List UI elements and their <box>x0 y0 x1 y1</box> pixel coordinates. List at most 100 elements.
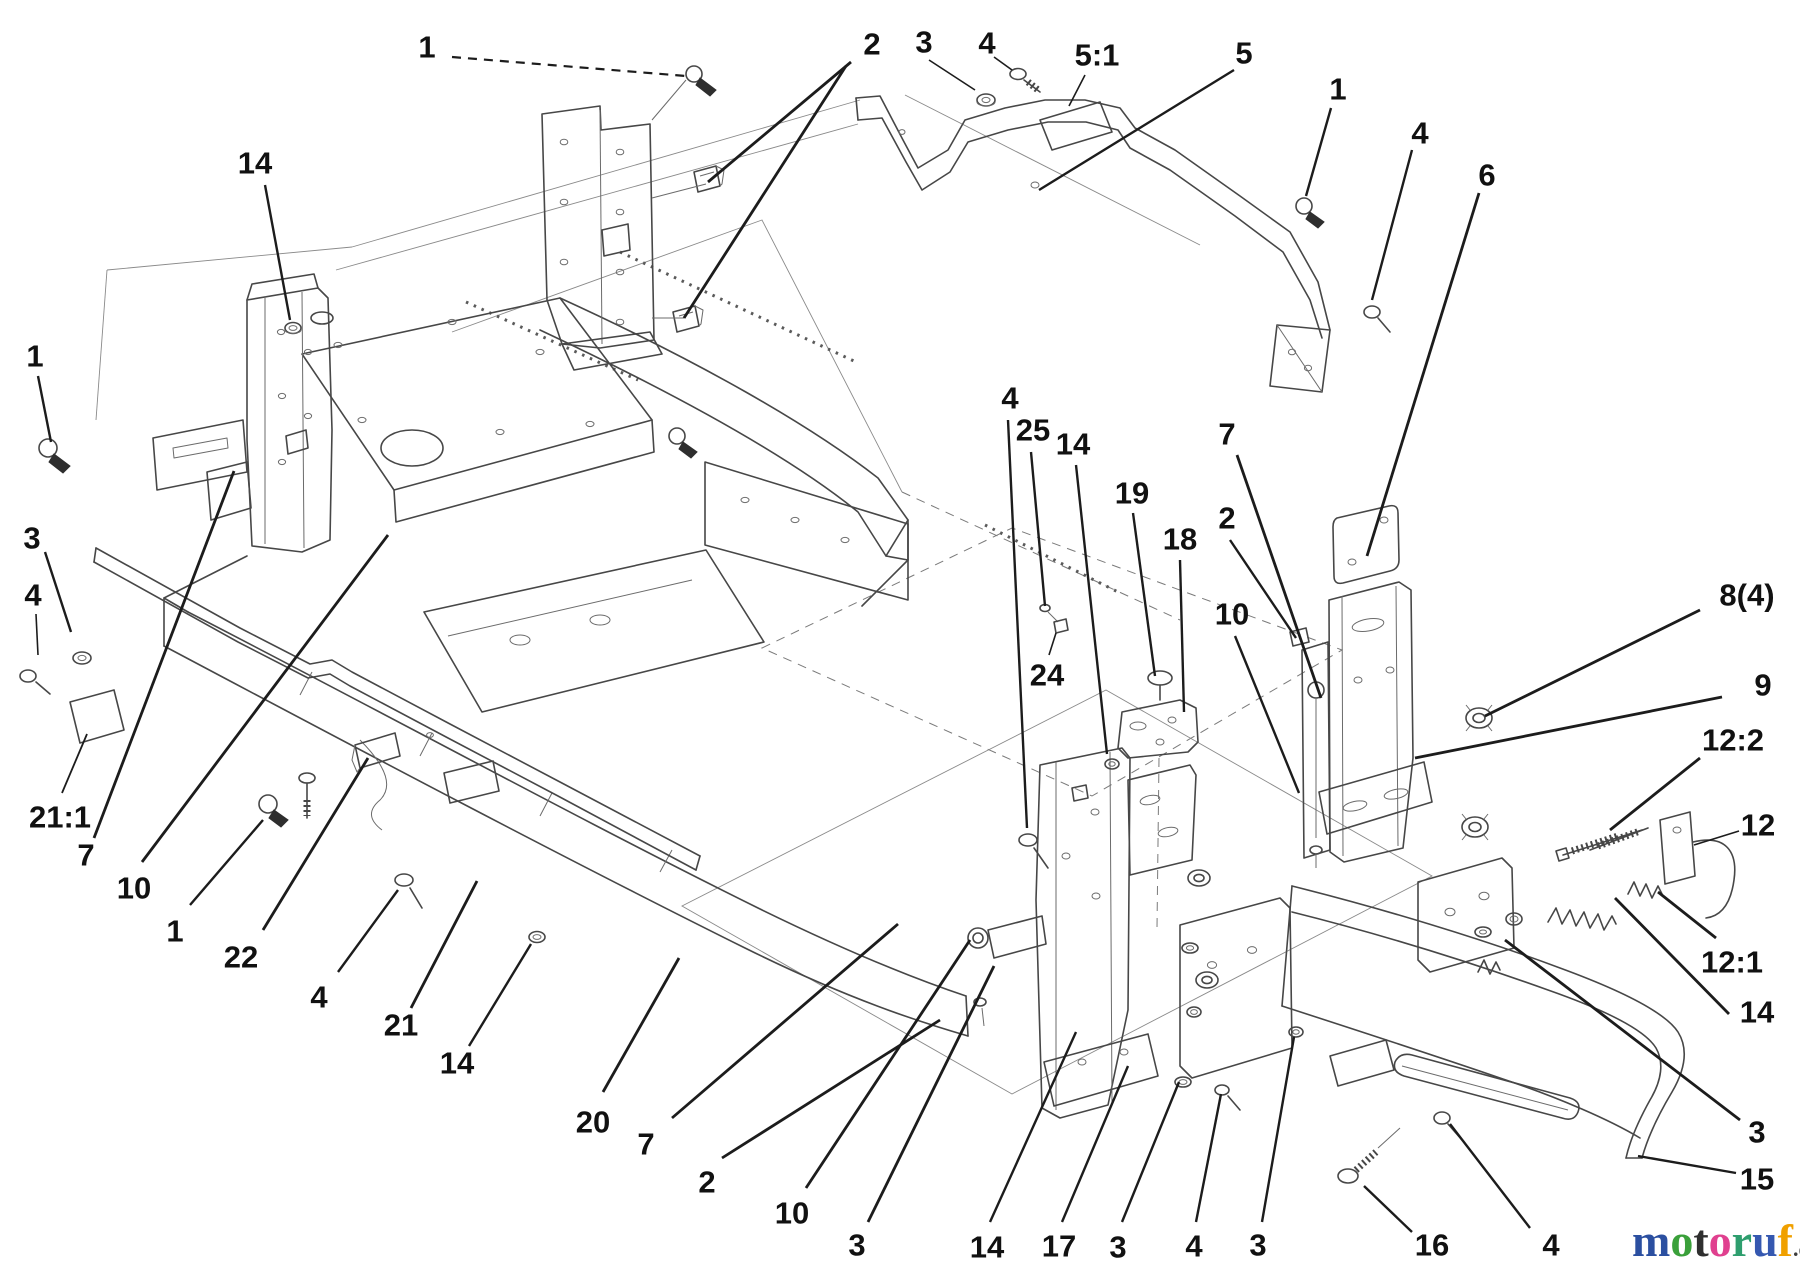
callout-label: 15 <box>1740 1162 1774 1197</box>
right-tower-bracket <box>1289 504 1493 868</box>
callout-label: 10 <box>1215 597 1249 632</box>
leader-line <box>1504 938 1741 1122</box>
callout-label: 19 <box>1115 476 1149 511</box>
callout-label: 14 <box>1056 427 1091 462</box>
leader-line <box>36 375 53 443</box>
watermark-letter: f <box>1778 1215 1794 1266</box>
callout-label: 3 <box>1249 1228 1266 1263</box>
callout-label: 2 <box>863 27 880 62</box>
callout-label: 9 <box>1754 668 1771 703</box>
leader-line <box>928 59 976 91</box>
leader-line <box>682 65 848 319</box>
leader-line <box>263 184 292 321</box>
support-panel <box>855 95 1331 393</box>
callout-label: 10 <box>775 1196 809 1231</box>
bolt <box>298 772 316 819</box>
spring-assembly <box>1474 811 1736 975</box>
callout-label: 1 <box>1329 72 1346 107</box>
leader-line <box>1029 451 1047 607</box>
leader-line <box>1365 192 1481 557</box>
flange-nut <box>976 93 996 107</box>
leader-line <box>601 957 681 1093</box>
leader-line <box>988 1031 1078 1223</box>
callout-label: 3 <box>1748 1115 1765 1150</box>
callout-label: 3 <box>23 521 40 556</box>
callout-label: 2 <box>1218 501 1235 536</box>
leader-line <box>1060 1065 1130 1223</box>
console-bracket <box>541 79 725 371</box>
leader-line <box>993 56 1013 71</box>
callout-label: 7 <box>1218 417 1235 452</box>
leader-line <box>1363 1185 1413 1233</box>
leader-line <box>1614 897 1730 1015</box>
callout-label: 4 <box>310 980 328 1015</box>
leader-line <box>451 55 687 78</box>
callout-label: 8(4) <box>1719 578 1774 613</box>
leader-line <box>866 965 996 1223</box>
bolt <box>1009 67 1041 93</box>
callout-label: 4 <box>1001 381 1019 416</box>
watermark-letter: u <box>1752 1215 1778 1266</box>
eyebolt <box>38 438 71 474</box>
grommet <box>1465 704 1493 732</box>
callout-label: 4 <box>1185 1229 1203 1264</box>
leader-line <box>140 534 390 863</box>
leader-line <box>721 1018 941 1160</box>
leader-line <box>1006 419 1029 829</box>
washer <box>72 651 92 665</box>
leader-line <box>92 470 236 839</box>
leader-line <box>1693 830 1740 846</box>
callout-label: 10 <box>117 871 151 906</box>
watermark-letter: o <box>1670 1215 1693 1266</box>
leader-line <box>1074 464 1109 755</box>
callout-label: 6 <box>1478 158 1495 193</box>
callout-label: 24 <box>1030 658 1065 693</box>
callout-label: 25 <box>1016 413 1050 448</box>
leader-line <box>1178 559 1186 713</box>
grommet <box>1461 813 1489 841</box>
grommet <box>1195 971 1219 989</box>
leader-line <box>1449 1123 1531 1229</box>
leader-line <box>804 939 972 1189</box>
motoruf-logo-text[interactable]: motoruf.de <box>1632 1215 1800 1266</box>
motoruf-watermark: motoruf.de <box>1632 1215 1800 1266</box>
eyebolt <box>685 65 717 97</box>
callout-label: 17 <box>1042 1229 1076 1264</box>
leader-line <box>61 733 88 794</box>
leader-line <box>337 889 399 973</box>
callout-label: 1 <box>418 30 435 65</box>
flange-nut <box>528 930 546 944</box>
leader-line <box>1048 632 1057 656</box>
leader-line <box>1260 1036 1296 1223</box>
bolt <box>1363 305 1391 333</box>
watermark-letter: m <box>1632 1215 1670 1266</box>
callout-label: 14 <box>440 1046 475 1081</box>
bolt <box>19 669 51 695</box>
callout-label: 3 <box>1109 1230 1126 1265</box>
leader-line <box>35 613 39 656</box>
callout-label: 4 <box>1542 1228 1560 1263</box>
leader-line <box>1233 635 1301 794</box>
callout-label: 4 <box>978 26 996 61</box>
leader-line <box>1484 608 1701 718</box>
main-frame <box>163 297 969 1037</box>
callout-label: 20 <box>576 1105 610 1140</box>
leader-line <box>1194 1093 1223 1223</box>
leader-line <box>707 60 852 184</box>
eyebolt <box>258 794 289 828</box>
leader-line <box>189 819 264 906</box>
support-channel <box>93 547 701 871</box>
callout-label: 21 <box>384 1008 418 1043</box>
callout-label: 16 <box>1415 1228 1449 1263</box>
leader-line <box>261 757 370 931</box>
leader-line <box>1038 68 1235 192</box>
callout-label: 1 <box>26 339 43 374</box>
eyebolt <box>668 427 698 459</box>
leader-line <box>43 551 73 633</box>
fasteners <box>19 65 1391 944</box>
bolt <box>394 873 423 909</box>
callout-label: 5 <box>1235 36 1252 71</box>
leader-line <box>1657 890 1717 940</box>
callout-label: 14 <box>970 1230 1005 1265</box>
